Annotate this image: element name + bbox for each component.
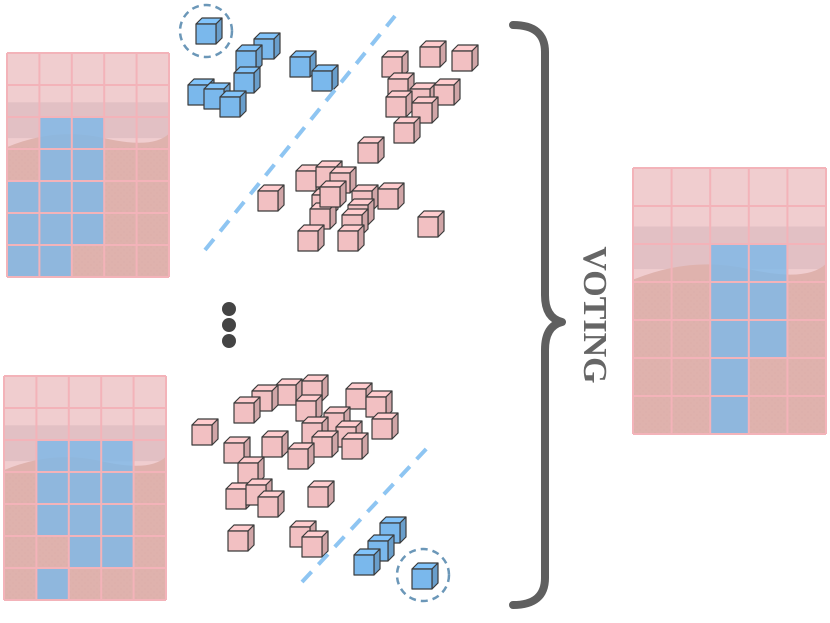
negative-cube <box>433 78 461 106</box>
negative-cube <box>419 40 447 68</box>
highlight-cell <box>39 213 72 245</box>
positive-cube <box>219 90 247 118</box>
highlight-cell <box>68 440 102 472</box>
negative-cube <box>297 224 325 252</box>
highlight-cell <box>748 282 788 320</box>
negative-cube <box>371 412 399 440</box>
negative-cube <box>381 50 409 78</box>
negative-cube <box>309 202 337 230</box>
negative-cube <box>451 44 479 72</box>
cube-cluster-top <box>187 17 479 252</box>
highlight-cell <box>71 149 105 181</box>
highlight-cell <box>7 213 40 245</box>
output-grid <box>632 167 827 435</box>
highlight-cell <box>7 181 40 213</box>
highlight-cell <box>710 396 749 434</box>
highlight-cell <box>710 358 749 396</box>
highlight-cell <box>36 472 69 504</box>
negative-cube <box>301 530 329 558</box>
highlight-cell <box>748 320 788 358</box>
positive-cube <box>311 64 339 92</box>
highlight-cell <box>710 244 749 282</box>
negative-cube <box>287 442 315 470</box>
highlight-cell <box>101 504 134 536</box>
separator-line-top <box>203 14 397 252</box>
negative-cube <box>319 180 347 208</box>
ellipsis-vertical-icon <box>222 302 236 348</box>
negative-cube <box>191 418 219 446</box>
highlight-cell <box>748 244 788 282</box>
negative-cube <box>295 394 323 422</box>
negative-cube <box>393 116 421 144</box>
highlight-cell <box>710 320 749 358</box>
positive-cube <box>235 44 263 72</box>
highlight-cell <box>710 282 749 320</box>
highlight-cell <box>36 568 69 600</box>
positive-cube <box>289 50 317 78</box>
negative-cube <box>337 224 365 252</box>
dashed-circle-icon <box>395 547 451 603</box>
input-grid-bottom <box>3 375 167 601</box>
highlight-cell <box>101 440 134 472</box>
highlight-cell <box>71 117 105 149</box>
negative-cube <box>357 136 385 164</box>
highlight-cell <box>7 245 40 277</box>
highlight-cell <box>71 213 105 245</box>
negative-cube <box>257 184 285 212</box>
dashed-circle-icon <box>178 3 234 59</box>
highlight-cell <box>71 181 105 213</box>
highlight-cell <box>36 504 69 536</box>
highlight-cell <box>39 149 72 181</box>
curly-brace-icon <box>509 21 566 609</box>
highlight-cell <box>39 181 72 213</box>
separator-line-bottom <box>300 445 430 584</box>
negative-cube <box>233 396 261 424</box>
positive-cube <box>195 17 223 45</box>
negative-cube <box>417 210 445 238</box>
negative-cube <box>227 524 255 552</box>
highlight-cell <box>68 472 102 504</box>
negative-cube <box>341 432 369 460</box>
positive-cube <box>353 548 381 576</box>
input-grid-top <box>6 52 170 278</box>
cube-cluster-bottom <box>191 374 439 590</box>
negative-cube <box>261 430 289 458</box>
highlight-cell <box>101 472 134 504</box>
highlight-cell <box>39 117 72 149</box>
positive-cube <box>233 66 261 94</box>
negative-cube <box>311 430 339 458</box>
negative-cube <box>307 480 335 508</box>
highlight-cell <box>68 536 102 568</box>
positive-cube <box>411 562 439 590</box>
highlight-cell <box>101 536 134 568</box>
voting-label: VOTING <box>576 246 613 383</box>
highlight-cell <box>39 245 72 277</box>
negative-cube <box>385 90 413 118</box>
negative-cube <box>257 490 285 518</box>
highlight-cell <box>36 440 69 472</box>
negative-cube <box>377 182 405 210</box>
highlight-cell <box>68 504 102 536</box>
